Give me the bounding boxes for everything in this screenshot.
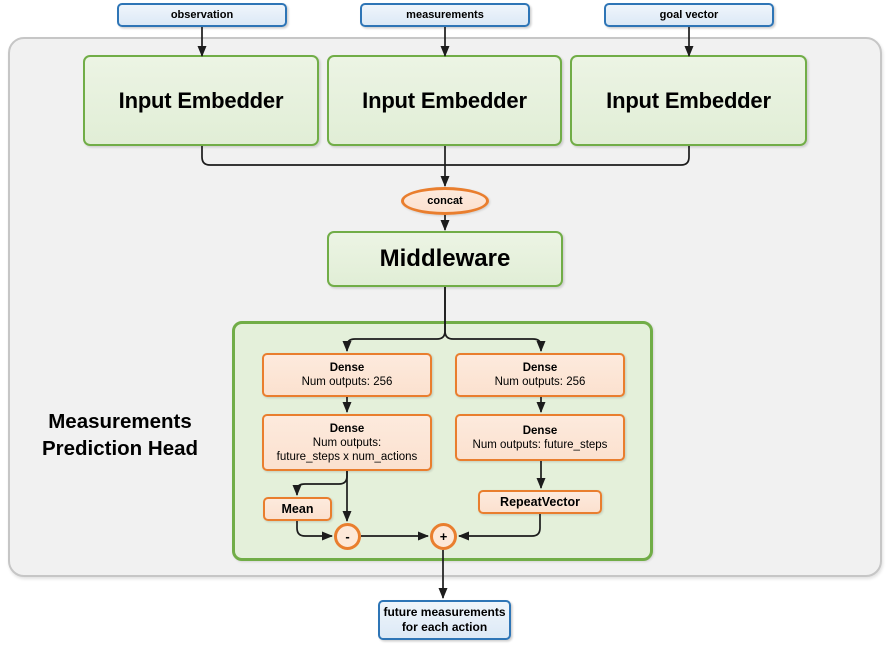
dense-left-top-title: Dense <box>329 362 365 374</box>
dense-left-bottom-detail1: Num outputs: <box>312 436 382 449</box>
dense-right-top-title: Dense <box>522 362 558 374</box>
dense-right-top-box: Dense Num outputs: 256 <box>455 353 625 397</box>
input-node-measurements: measurements <box>360 3 530 27</box>
dense-right-bottom-detail: Num outputs: future_steps <box>472 438 608 451</box>
concat-node: concat <box>401 187 489 215</box>
output-line2: for each action <box>401 620 488 634</box>
dense-left-bottom-title: Dense <box>329 422 365 435</box>
measurements-prediction-head-label: Measurements Prediction Head <box>19 408 221 462</box>
input-embedder-box-1: Input Embedder <box>83 55 319 146</box>
dense-right-top-detail: Num outputs: 256 <box>494 376 586 388</box>
output-line1: future measurements <box>383 605 506 619</box>
head-label-line1: Measurements <box>48 410 192 433</box>
input-embedder-box-2: Input Embedder <box>327 55 562 146</box>
subtract-node: - <box>334 523 361 550</box>
add-node: + <box>430 523 457 550</box>
dense-left-bottom-box: Dense Num outputs: future_steps x num_ac… <box>262 414 432 471</box>
input-embedder-box-3: Input Embedder <box>570 55 807 146</box>
dense-right-bottom-box: Dense Num outputs: future_steps <box>455 414 625 461</box>
input-node-goal-vector: goal vector <box>604 3 774 27</box>
dense-left-top-box: Dense Num outputs: 256 <box>262 353 432 397</box>
dense-left-bottom-detail2: future_steps x num_actions <box>276 450 418 463</box>
repeat-vector-box: RepeatVector <box>478 490 602 514</box>
mean-box: Mean <box>263 497 332 521</box>
input-node-observation: observation <box>117 3 287 27</box>
middleware-box: Middleware <box>327 231 563 287</box>
dense-right-bottom-title: Dense <box>522 424 558 437</box>
dense-left-top-detail: Num outputs: 256 <box>301 376 393 388</box>
head-label-line2: Prediction Head <box>41 437 199 460</box>
output-node-future-measurements: future measurements for each action <box>378 600 511 640</box>
